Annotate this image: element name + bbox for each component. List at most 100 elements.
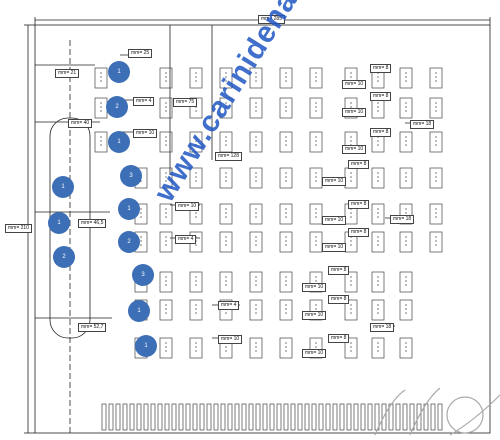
grid-cell — [429, 67, 443, 89]
connector-tooth — [213, 403, 219, 431]
connector-tooth — [269, 403, 275, 431]
dim-10c: mm= 10 — [218, 335, 243, 344]
grid-cell — [344, 337, 358, 359]
connector-tooth — [339, 403, 345, 431]
dim-left-height: mm= 210 — [5, 224, 32, 233]
grid-cell — [159, 67, 173, 89]
grid-cell — [344, 271, 358, 293]
grid-cell — [399, 299, 413, 321]
grid-cell — [309, 271, 323, 293]
grid-cell — [189, 271, 203, 293]
connector-tooth — [206, 403, 212, 431]
dim-r10f: mm= 10 — [322, 243, 347, 252]
watermark-logo — [374, 387, 500, 436]
dim-r10e: mm= 10 — [322, 216, 347, 225]
grid-cell — [249, 97, 263, 119]
dim-r8a: mm= 8 — [370, 64, 392, 73]
grid-cell — [94, 131, 108, 153]
connector-tooth — [297, 403, 303, 431]
grid-cell — [249, 337, 263, 359]
connector-tooth — [367, 403, 373, 431]
dim-r8f: mm= 8 — [348, 228, 370, 237]
grid-cell — [249, 231, 263, 253]
grid-cell — [429, 131, 443, 153]
marker-5: 1 — [118, 198, 140, 220]
connector-tooth — [129, 403, 135, 431]
grid-cell — [399, 231, 413, 253]
marker-4: 3 — [120, 165, 142, 187]
grid-cell — [159, 131, 173, 153]
grid-cell — [309, 299, 323, 321]
grid-cell — [279, 131, 293, 153]
connector-tooth — [290, 403, 296, 431]
grid-cell — [279, 271, 293, 293]
dim-r8c: mm= 8 — [370, 128, 392, 137]
dim-46: mm= 46,5 — [78, 219, 107, 228]
grid-cell — [371, 203, 385, 225]
grid-cell — [189, 131, 203, 153]
connector-tooth — [171, 403, 177, 431]
connector-tooth — [164, 403, 170, 431]
connector-tooth — [101, 403, 107, 431]
dim-75: mm= 75 — [173, 98, 198, 107]
connector-tooth — [276, 403, 282, 431]
marker-12: 1 — [135, 335, 157, 357]
grid-cell — [371, 337, 385, 359]
grid-cell — [159, 337, 173, 359]
grid-cell — [159, 271, 173, 293]
dim-r8h: mm= 8 — [328, 295, 350, 304]
dim-r8g: mm= 8 — [328, 266, 350, 275]
marker-11: 1 — [128, 300, 150, 322]
marker-10: 3 — [132, 264, 154, 286]
grid-cell — [159, 231, 173, 253]
grid-cell — [344, 299, 358, 321]
grid-cell — [219, 203, 233, 225]
grid-cell — [159, 167, 173, 189]
grid-cell — [159, 203, 173, 225]
board-outline — [34, 24, 491, 434]
connector-tooth — [185, 403, 191, 431]
dim-r10b: mm= 10 — [342, 108, 367, 117]
grid-cell — [279, 167, 293, 189]
grid-cell — [189, 337, 203, 359]
connector-tooth — [115, 403, 121, 431]
grid-cell — [189, 299, 203, 321]
dim-r10a: mm= 10 — [342, 80, 367, 89]
connector-tooth — [353, 403, 359, 431]
connector-tooth — [192, 403, 198, 431]
dim-r8i: mm= 8 — [328, 334, 350, 343]
connector-tooth — [430, 403, 436, 431]
connector-tooth — [108, 403, 114, 431]
grid-cell — [249, 299, 263, 321]
grid-cell — [309, 203, 323, 225]
marker-6: 2 — [118, 231, 140, 253]
connector-tooth — [262, 403, 268, 431]
dim-40: mm= 40 — [68, 119, 93, 128]
grid-cell — [189, 67, 203, 89]
grid-cell — [279, 231, 293, 253]
grid-cell — [429, 231, 443, 253]
marker-3: 1 — [108, 131, 130, 153]
grid-cell — [279, 97, 293, 119]
connector-tooth — [402, 403, 408, 431]
dim-10a: mm= 10 — [133, 129, 158, 138]
dim-21: mm= 21 — [55, 69, 80, 78]
marker-1: 1 — [108, 61, 130, 83]
grid-cell — [429, 203, 443, 225]
connector-tooth — [199, 403, 205, 431]
connector-tooth — [346, 403, 352, 431]
grid-cell — [399, 167, 413, 189]
grid-cell — [279, 67, 293, 89]
grid-cell — [219, 231, 233, 253]
dim-r10c: mm= 10 — [342, 145, 367, 154]
dim-128: mm= 128 — [215, 152, 242, 161]
grid-cell — [279, 203, 293, 225]
marker-2: 2 — [106, 96, 128, 118]
dim-r18b: mm= 18 — [390, 215, 415, 224]
connector-tooth — [143, 403, 149, 431]
grid-cell — [249, 271, 263, 293]
grid-cell — [219, 271, 233, 293]
grid-cell — [309, 337, 323, 359]
dim-4c: mm= 4 — [218, 301, 240, 310]
